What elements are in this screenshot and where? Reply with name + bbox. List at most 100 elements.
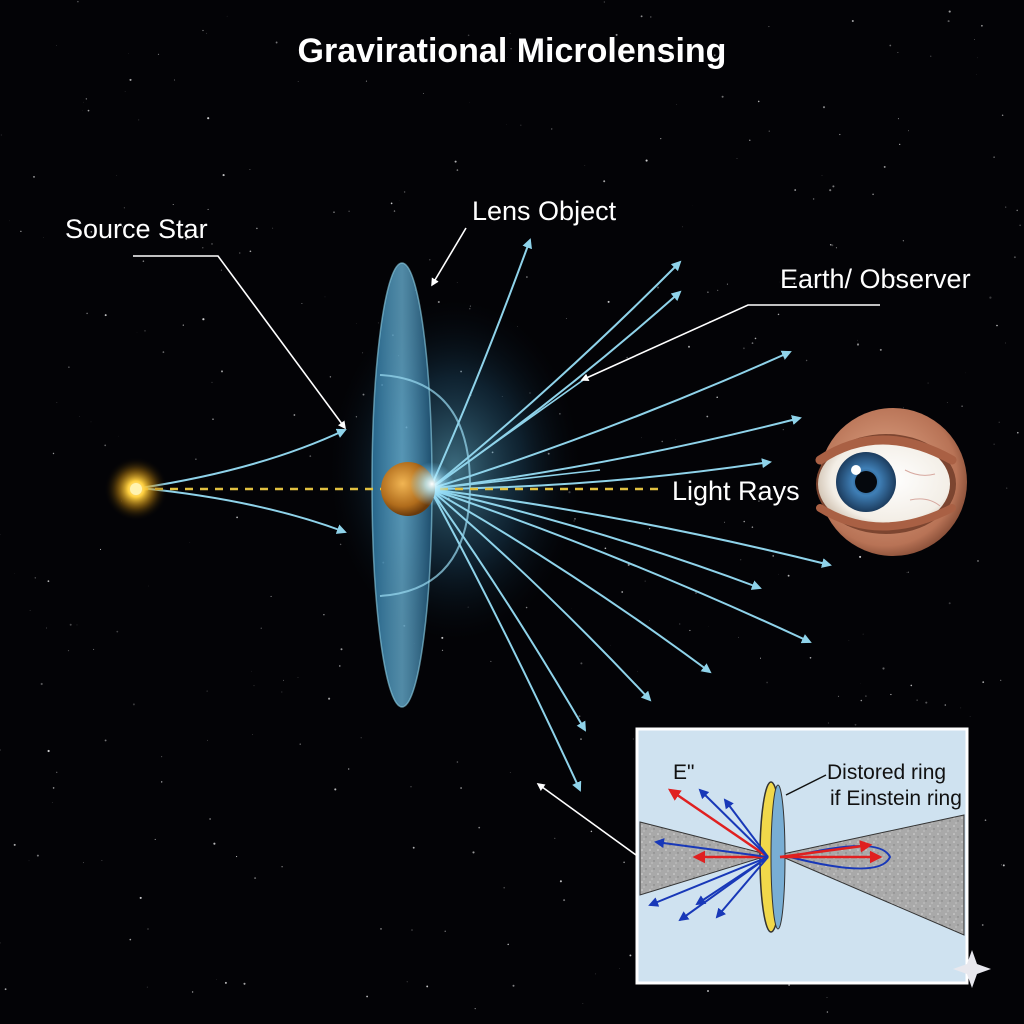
star-dot xyxy=(429,259,431,261)
star-dot xyxy=(675,439,676,440)
inset-cone-right xyxy=(776,814,965,936)
star-dot xyxy=(981,924,984,926)
earth-observer-callout-line xyxy=(580,304,880,382)
star-dot xyxy=(749,139,751,141)
inset-rays xyxy=(648,788,883,922)
star-dot xyxy=(34,577,37,579)
star-dot xyxy=(301,302,303,305)
star-dot xyxy=(897,52,899,53)
star-dot xyxy=(813,283,815,285)
star-dot xyxy=(615,33,618,36)
star-dot xyxy=(142,260,145,262)
star-dot xyxy=(726,283,728,285)
star-dot xyxy=(221,370,223,373)
star-dot xyxy=(76,624,78,626)
star-dot xyxy=(104,739,107,742)
star-dot xyxy=(82,862,84,864)
star-dot xyxy=(324,296,326,298)
star-dot xyxy=(607,300,610,303)
star-dot xyxy=(116,630,119,633)
star-dot xyxy=(848,640,850,641)
star-dot xyxy=(43,237,44,238)
star-dot xyxy=(554,837,556,839)
star-dot xyxy=(129,78,132,81)
pupil xyxy=(855,471,877,493)
star-dot xyxy=(0,749,1,751)
star-dot xyxy=(754,337,757,340)
outgoing-ray xyxy=(429,488,812,644)
star-dot xyxy=(578,715,581,718)
star-dot xyxy=(865,695,867,697)
star-dot xyxy=(348,768,350,770)
star-dot xyxy=(837,695,840,698)
star-dot xyxy=(650,16,652,18)
inset-e-label: E" xyxy=(673,761,694,784)
star-dot xyxy=(239,252,241,254)
star-dot xyxy=(856,343,860,346)
star-dot xyxy=(902,240,904,242)
star-dot xyxy=(829,244,832,246)
star-dot xyxy=(101,859,103,861)
lens-object-callout-line xyxy=(431,227,467,287)
star-dot xyxy=(323,613,325,616)
star-dot xyxy=(717,289,719,291)
star-dot xyxy=(472,851,475,854)
star-dot xyxy=(977,57,978,59)
star-dot xyxy=(118,435,119,437)
incoming-ray-upper xyxy=(139,428,347,489)
star-dot xyxy=(29,610,31,612)
diagram-title: Gravirational Microlensing xyxy=(298,32,727,70)
star-dot xyxy=(195,458,197,460)
star-dot xyxy=(260,627,262,629)
star-dot xyxy=(947,20,950,23)
star-dot xyxy=(209,818,211,820)
star-dot xyxy=(889,44,892,47)
outgoing-ray xyxy=(429,488,762,590)
star-dot xyxy=(902,407,904,409)
star-dot xyxy=(520,124,522,126)
star-dot xyxy=(859,555,862,558)
star-dot xyxy=(829,189,832,192)
star-dot xyxy=(456,169,459,171)
star-dot xyxy=(124,91,126,92)
star-dot xyxy=(270,595,272,597)
star-dot xyxy=(679,623,681,625)
star-dot xyxy=(460,787,463,789)
star-dot xyxy=(28,860,30,862)
star-dot xyxy=(565,318,567,319)
star-dot xyxy=(333,211,335,213)
star-dot xyxy=(456,281,458,283)
star-dot xyxy=(856,339,858,341)
star-dot xyxy=(191,991,194,993)
star-dot xyxy=(490,660,492,662)
star-dot xyxy=(759,657,762,659)
star-dot xyxy=(185,237,188,240)
star-dot xyxy=(1000,679,1002,681)
star-dot xyxy=(174,79,176,81)
star-dot xyxy=(454,160,457,163)
star-dot xyxy=(51,802,53,803)
star-dot xyxy=(660,137,662,140)
star-dot xyxy=(47,749,50,753)
star-dot xyxy=(249,250,252,253)
star-dot xyxy=(1006,487,1008,489)
lower-eyelid xyxy=(816,504,956,531)
star-dot xyxy=(299,743,301,745)
star-dot xyxy=(334,788,337,791)
star-dot xyxy=(882,667,885,670)
star-dot xyxy=(0,942,1,944)
star-dot xyxy=(707,291,709,294)
star-dot xyxy=(161,756,163,758)
star-dot xyxy=(604,547,607,550)
outgoing-ray xyxy=(429,488,652,702)
star-dot xyxy=(974,39,975,40)
star-dot xyxy=(90,231,93,233)
star-dot xyxy=(206,32,208,34)
gravitational-halo xyxy=(330,300,580,640)
star-dot xyxy=(339,543,342,546)
star-dot xyxy=(104,444,107,447)
star-dot xyxy=(90,421,92,423)
star-dot xyxy=(272,227,274,229)
inset-red-ray xyxy=(667,788,769,859)
star-dot xyxy=(132,703,135,706)
